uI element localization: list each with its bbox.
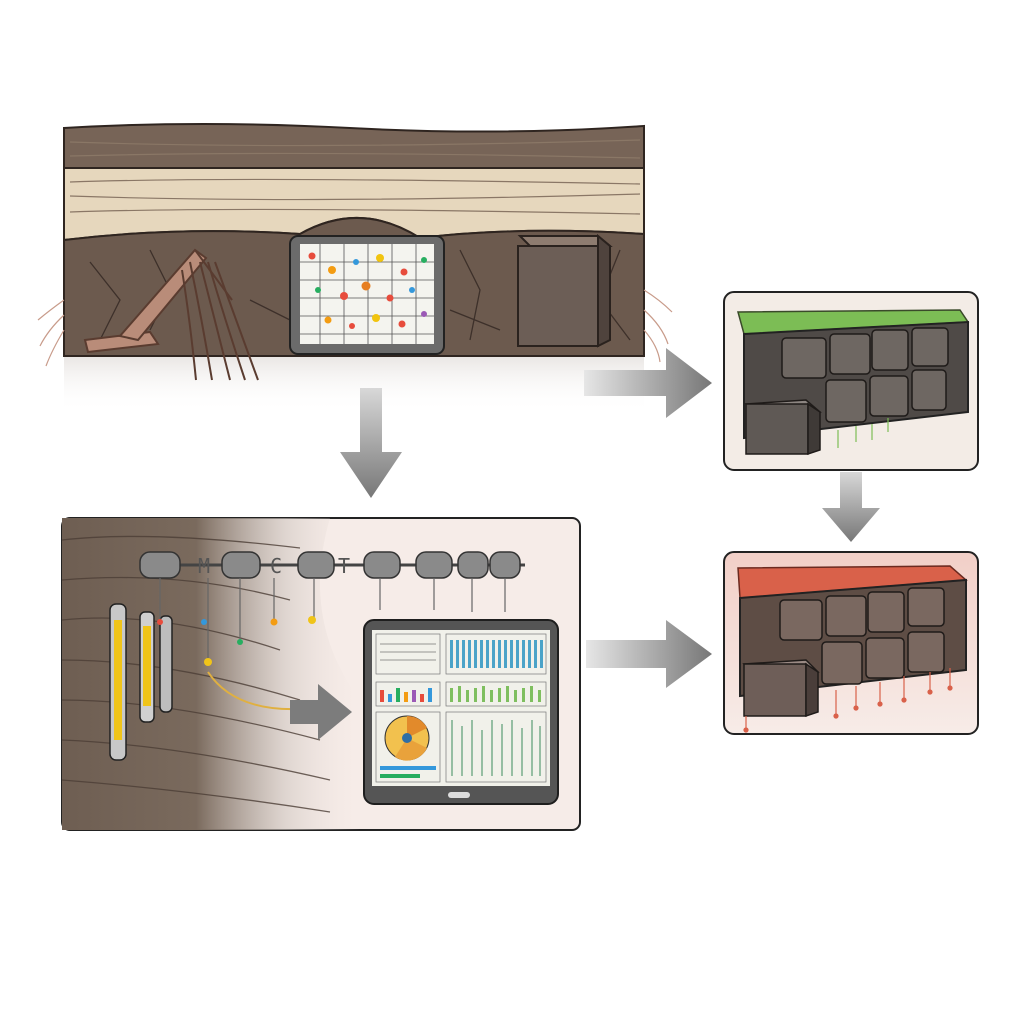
sensor-grid-tablet-icon <box>289 235 445 355</box>
arrow-to-tablet <box>290 684 352 740</box>
sensor-label-c: C <box>270 554 282 578</box>
mine-section-panel <box>37 123 673 412</box>
sensor-label-t: T <box>338 554 350 578</box>
borehole-probe-icon <box>109 603 173 761</box>
stable-rock-panel <box>723 291 979 471</box>
unstable-rock-panel <box>723 551 979 735</box>
sensor-node-icon: M C T <box>139 551 525 711</box>
pie-chart-icon <box>384 715 430 761</box>
unstable-rock-block-icon <box>742 659 820 718</box>
stable-rock-block-icon <box>744 399 822 456</box>
arrow-down-left <box>340 388 402 498</box>
excavator-icon <box>83 248 259 381</box>
monitoring-tablet-icon <box>363 619 559 805</box>
arrow-right-top <box>584 348 712 418</box>
arrow-down-right <box>822 472 880 542</box>
arrow-right-bottom <box>586 620 712 688</box>
rock-block-icon <box>517 233 613 348</box>
sensor-label-m: M <box>198 554 210 578</box>
sensor-array-panel: M C T <box>61 517 581 831</box>
